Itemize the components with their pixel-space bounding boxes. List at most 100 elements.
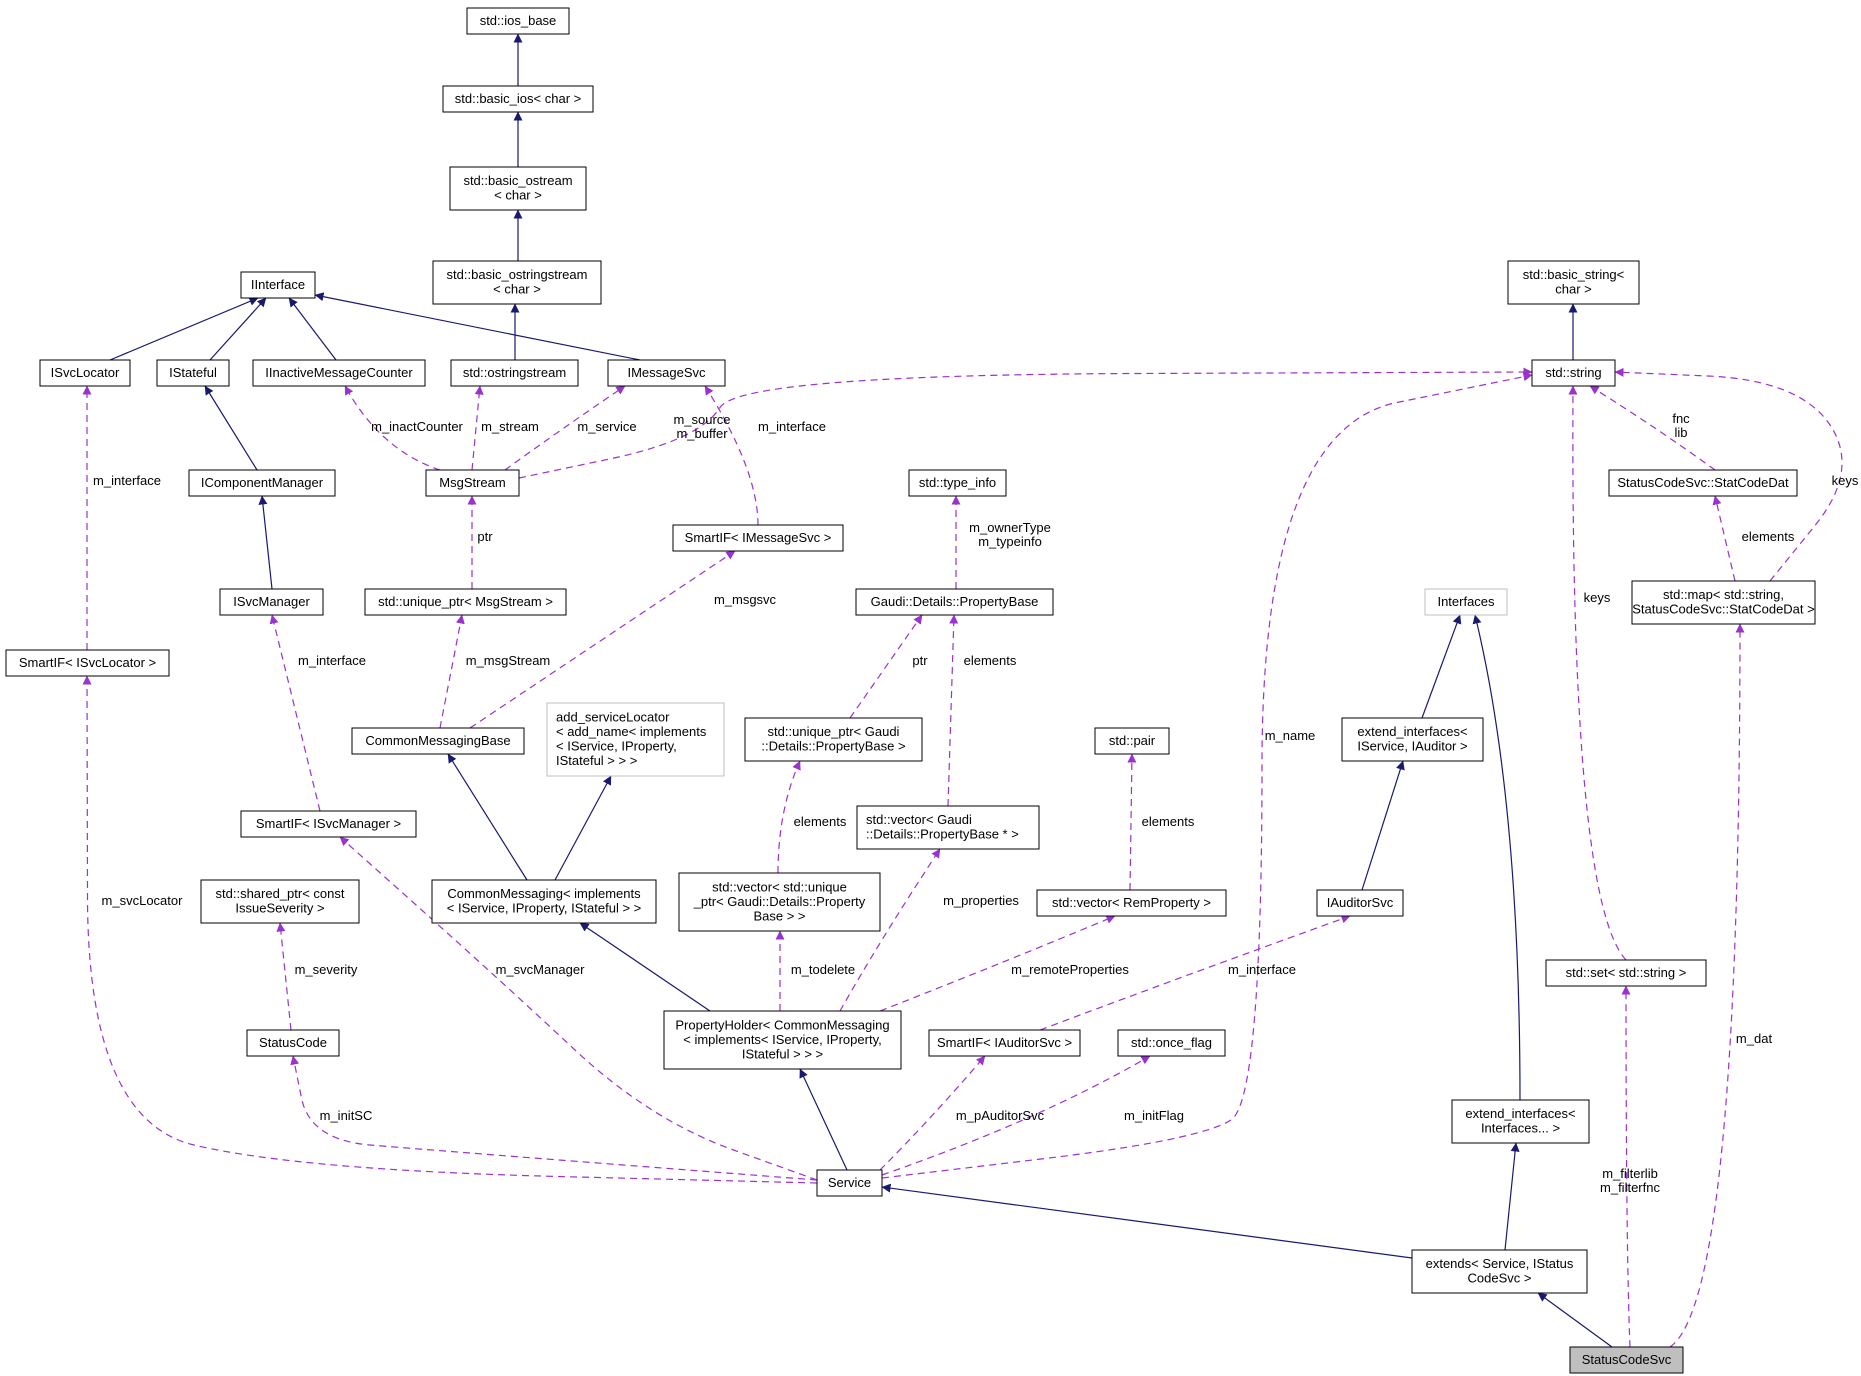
class-node-label: IService, IAuditor >: [1357, 739, 1467, 754]
class-node-label: ISvcManager: [233, 594, 310, 609]
edge-label-smart-if-iauditor-svc-to-iauditor-svc: m_interface: [1228, 962, 1296, 977]
class-node-label: std::ios_base: [480, 13, 557, 28]
usage-edge-set-string-to-string: [1568, 385, 1627, 961]
edge-label-map-stat-code-dat-to-string: keys: [1832, 473, 1859, 488]
class-node-pair[interactable]: std::pair: [1094, 727, 1170, 755]
class-node-status-code-svc[interactable]: StatusCodeSvc: [1569, 1346, 1684, 1374]
class-node-label: CommonMessagingBase: [365, 733, 510, 748]
class-node-basic-string[interactable]: std::basic_string<char >: [1507, 260, 1640, 305]
class-node-property-holder[interactable]: PropertyHolder< CommonMessaging< impleme…: [663, 1010, 902, 1070]
class-node-basic-ostringstream[interactable]: std::basic_ostringstream< char >: [432, 260, 602, 305]
usage-edge-vector-rem-property-to-pair: [1127, 753, 1137, 891]
class-node-unique-ptr-msg-stream[interactable]: std::unique_ptr< MsgStream >: [364, 588, 567, 616]
inheritance-edge-imessage-svc-to-iinterface: [314, 292, 641, 361]
class-node-once-flag[interactable]: std::once_flag: [1117, 1029, 1226, 1057]
class-node-basic-ostream[interactable]: std::basic_ostream< char >: [449, 166, 587, 211]
class-node-box: [1424, 588, 1508, 616]
edge-label-msg-stream-to-iinactive-message-counter: m_inactCounter: [371, 419, 463, 434]
class-node-box: [432, 260, 602, 305]
class-node-label: Base > >: [753, 908, 805, 923]
class-node-type-info[interactable]: std::type_info: [908, 469, 1007, 497]
inheritance-edge-isvc-manager-to-icomponent-manager: [258, 495, 273, 590]
edge-label-msg-stream-to-ostringstream: m_stream: [481, 419, 539, 434]
edge-label-status-code-svc-to-map-stat-code-dat: m_dat: [1736, 1031, 1773, 1046]
class-node-imessage-svc[interactable]: IMessageSvc: [607, 359, 726, 387]
class-node-icomponent-manager[interactable]: IComponentManager: [188, 469, 336, 497]
class-node-vector-rem-property[interactable]: std::vector< RemProperty >: [1036, 889, 1227, 917]
inheritance-edge-common-messaging-to-common-messaging-base: [447, 753, 528, 881]
class-node-extend-interfaces-iservice-iauditor[interactable]: extend_interfaces<IService, IAuditor >: [1341, 717, 1484, 762]
usage-edge-status-code-svc-to-map-stat-code-dat: [1669, 623, 1745, 1348]
inheritance-edge-extends-to-extend-interfaces-pack: [1504, 1142, 1520, 1251]
usage-edge-unique-ptr-property-base-to-property-base: [849, 614, 923, 719]
class-node-label: std::string: [1545, 365, 1601, 380]
class-node-box: [1411, 1249, 1588, 1294]
class-node-iinterface[interactable]: IInterface: [240, 271, 316, 299]
class-node-smart-if-imessage-svc[interactable]: SmartIF< IMessageSvc >: [672, 524, 844, 552]
class-node-interfaces[interactable]: Interfaces: [1424, 588, 1508, 616]
edge-label-msg-stream-to-string: m_buffer: [676, 426, 728, 441]
class-node-label: std::type_info: [919, 475, 996, 490]
class-node-box: [1341, 717, 1484, 762]
class-node-box: [425, 469, 520, 497]
class-node-box: [219, 588, 324, 616]
class-node-box: [246, 1029, 340, 1057]
class-node-set-string[interactable]: std::set< std::string >: [1545, 959, 1707, 987]
class-node-status-code[interactable]: StatusCode: [246, 1029, 340, 1057]
class-node-label: std::map< std::string,: [1663, 587, 1784, 602]
usage-edge-common-messaging-base-to-smart-if-imessage-svc: [469, 550, 736, 729]
class-node-box: [1094, 727, 1170, 755]
class-node-smart-if-isvc-locator[interactable]: SmartIF< ISvcLocator >: [5, 649, 170, 677]
edge-label-service-to-string: m_name: [1265, 728, 1316, 743]
class-node-label: IInterface: [251, 277, 305, 292]
class-node-extend-interfaces-pack[interactable]: extend_interfaces<Interfaces... >: [1451, 1099, 1590, 1144]
class-node-string[interactable]: std::string: [1531, 359, 1616, 387]
class-node-ios-base[interactable]: std::ios_base: [466, 7, 570, 35]
usage-edge-common-messaging-base-to-unique-ptr-msg-stream: [439, 614, 465, 729]
usage-edge-vector-property-base-ptr-to-property-base: [947, 614, 959, 807]
class-node-iinactive-message-counter[interactable]: IInactiveMessageCounter: [252, 359, 426, 387]
edge-label-map-stat-code-dat-to-stat-code-dat: elements: [1742, 529, 1795, 544]
class-node-add-service-locator[interactable]: add_serviceLocator< add_name< implements…: [546, 702, 725, 777]
class-node-label: IStateful > > >: [742, 1046, 823, 1061]
usage-edge-msg-stream-to-ostringstream: [471, 385, 484, 471]
class-node-service[interactable]: Service: [816, 1169, 883, 1197]
class-node-label: PropertyHolder< CommonMessaging: [675, 1017, 889, 1032]
class-node-smart-if-iauditor-svc[interactable]: SmartIF< IAuditorSvc >: [928, 1029, 1081, 1057]
class-node-box: [364, 588, 567, 616]
class-node-property-base[interactable]: Gaudi::Details::PropertyBase: [855, 588, 1054, 616]
class-node-istateful[interactable]: IStateful: [156, 359, 230, 387]
class-node-vector-unique-ptr[interactable]: std::vector< std::unique_ptr< Gaudi::Det…: [678, 872, 881, 932]
class-node-box: [240, 271, 316, 299]
edge-label-msg-stream-to-imessage-svc: m_service: [577, 419, 636, 434]
class-node-stat-code-dat[interactable]: StatusCodeSvc::StatCodeDat: [1608, 469, 1798, 497]
class-node-box: [351, 727, 525, 755]
class-node-ostringstream[interactable]: std::ostringstream: [450, 359, 579, 387]
class-node-map-stat-code-dat[interactable]: std::map< std::string,StatusCodeSvc::Sta…: [1631, 580, 1816, 625]
class-node-isvc-locator[interactable]: ISvcLocator: [39, 359, 131, 387]
class-node-label: < implements< IService, IProperty,: [683, 1032, 881, 1047]
class-node-label: ::Details::PropertyBase * >: [866, 827, 1019, 842]
class-node-label: StatusCodeSvc: [1582, 1352, 1672, 1367]
class-node-label: IComponentManager: [201, 475, 324, 490]
class-node-iauditor-svc[interactable]: IAuditorSvc: [1316, 889, 1404, 917]
class-node-label: std::basic_ostream: [463, 173, 572, 188]
class-node-unique-ptr-property-base[interactable]: std::unique_ptr< Gaudi::Details::Propert…: [744, 717, 923, 762]
class-node-box: [856, 805, 1040, 850]
class-node-msg-stream[interactable]: MsgStream: [425, 469, 520, 497]
class-node-box: [5, 649, 170, 677]
class-node-isvc-manager[interactable]: ISvcManager: [219, 588, 324, 616]
class-node-basic-ios[interactable]: std::basic_ios< char >: [442, 85, 594, 113]
class-node-common-messaging-base[interactable]: CommonMessagingBase: [351, 727, 525, 755]
edge-label-property-holder-to-vector-property-base-ptr: m_properties: [943, 893, 1019, 908]
usage-edge-msg-stream-to-imessage-svc: [504, 385, 626, 471]
edge-label-status-code-svc-to-set-string: m_filterlib: [1602, 1166, 1658, 1181]
class-node-vector-property-base-ptr[interactable]: std::vector< Gaudi::Details::PropertyBas…: [856, 805, 1040, 850]
inheritance-edge-property-holder-to-common-messaging: [579, 922, 711, 1012]
edge-label-property-holder-to-vector-unique-ptr: m_todelete: [791, 962, 855, 977]
class-node-common-messaging[interactable]: CommonMessaging< implements< IService, I…: [431, 879, 657, 924]
class-node-smart-if-isvc-manager[interactable]: SmartIF< ISvcManager >: [240, 810, 417, 838]
edge-label-property-base-to-type-info: m_ownerType: [969, 520, 1051, 535]
